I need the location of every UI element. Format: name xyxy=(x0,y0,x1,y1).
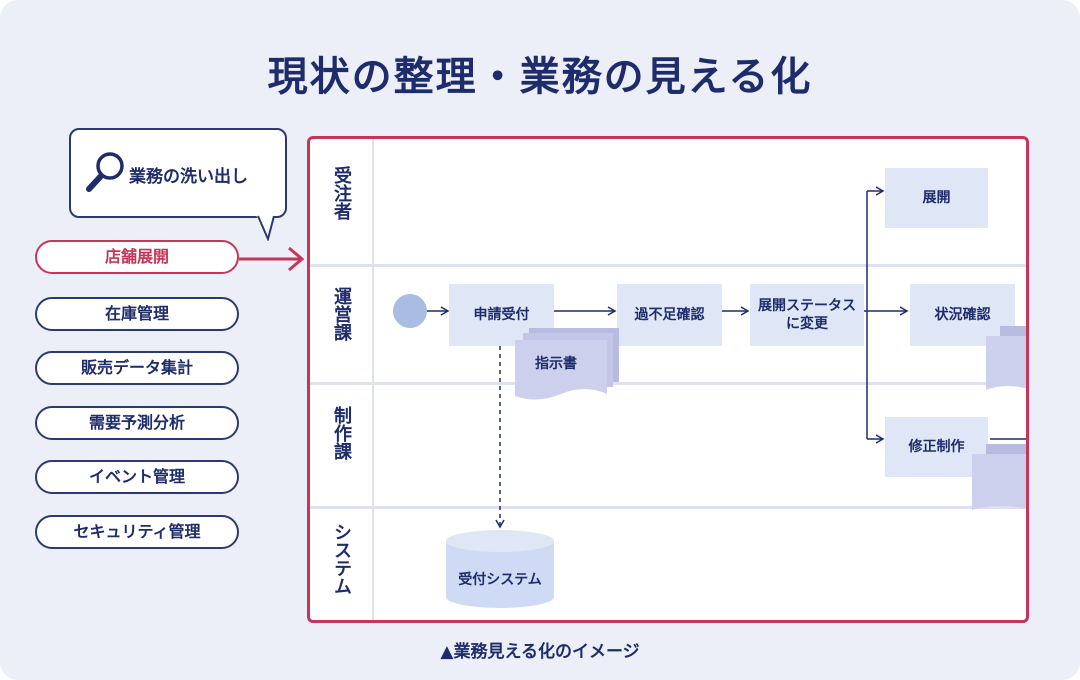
node-status-change: 展開ステータスに変更 xyxy=(750,284,864,346)
lane-separator xyxy=(310,264,1026,267)
menu-item-security[interactable]: セキュリティ管理 xyxy=(35,515,239,549)
menu-item-event[interactable]: イベント管理 xyxy=(35,460,239,494)
lane-label-orderer: 受注者 xyxy=(331,166,352,220)
node-revision: 修正制作 xyxy=(885,417,988,477)
lane-separator xyxy=(310,382,1026,385)
lane-separator xyxy=(310,506,1026,509)
database-icon xyxy=(446,530,554,608)
document-stack-right xyxy=(986,326,1026,390)
page-title: 現状の整理・業務の見える化 xyxy=(267,54,813,100)
menu-item-forecast[interactable]: 需要予測分析 xyxy=(35,406,239,440)
lane-label-system: システム xyxy=(331,523,352,595)
selection-arrow xyxy=(239,246,305,272)
lane-divider xyxy=(372,139,374,620)
node-deployment: 展開 xyxy=(885,168,988,228)
lane-label-production: 制作課 xyxy=(331,406,352,460)
swimlane-diagram: 受注者 運営課 制作課 システム 申請受付 過不足確認 展開ステータスに変更 展… xyxy=(307,136,1029,623)
menu-item-inventory[interactable]: 在庫管理 xyxy=(35,297,239,331)
search-icon xyxy=(86,152,124,192)
doc-label-instructions: 指示書 xyxy=(535,356,577,372)
bubble-label: 業務の洗い出し xyxy=(129,167,248,187)
start-node xyxy=(393,294,427,328)
menu-item-sales[interactable]: 販売データ集計 xyxy=(35,351,239,385)
node-status-check: 状況確認 xyxy=(910,284,1015,346)
document-stack-lower xyxy=(972,444,1026,510)
bubble-tail xyxy=(256,215,275,241)
flow-connectors xyxy=(427,186,1026,529)
figure-caption: ▲業務見える化のイメージ xyxy=(440,642,640,662)
database-label: 受付システム xyxy=(458,572,542,588)
document-stack xyxy=(515,328,619,400)
lane-label-operations: 運営課 xyxy=(331,287,352,341)
menu-item-store[interactable]: 店舗展開 xyxy=(35,240,239,274)
node-shortage-check: 過不足確認 xyxy=(617,284,722,346)
